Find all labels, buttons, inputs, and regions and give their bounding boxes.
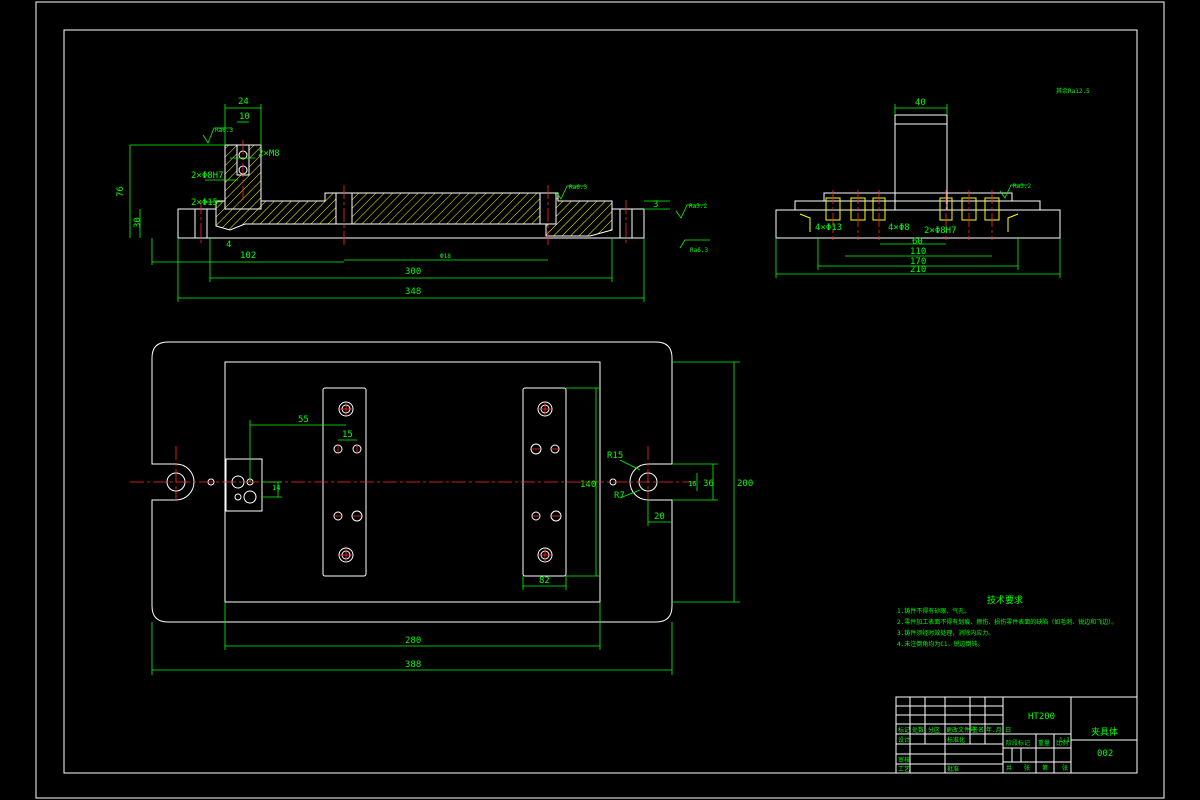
label-process: 工艺 — [898, 765, 910, 773]
label-ratio: 比例 — [1056, 739, 1068, 747]
dim-388: 388 — [405, 660, 421, 670]
dim-76: 76 — [116, 186, 126, 197]
dim-170: 170 — [910, 257, 926, 267]
dim-30: 30 — [133, 217, 143, 228]
label-change-doc: 更改文件号 — [946, 726, 976, 734]
label-ledge-holes: 2×Φ15 — [191, 198, 218, 208]
dim-4: 4 — [226, 240, 231, 250]
label-zone: 分区 — [928, 726, 940, 734]
roughness-3: Ra3.2 — [689, 203, 707, 210]
label-count: 处数 — [912, 726, 924, 734]
tech-req-item: 3.铸件须经时效处理，消除内应力。 — [897, 629, 994, 637]
front-view-labels: 24 10 2×M8 2×Φ8H7 2×Φ15 76 30 3 4 102 Ф1… — [116, 97, 708, 297]
dim-210: 210 — [910, 265, 926, 275]
label-2xd8h7: 2×Φ8H7 — [924, 226, 957, 236]
dim-36: 36 — [703, 479, 714, 489]
sheet-outer-border — [35, 1, 1165, 799]
label-standard: 标准化 — [947, 736, 965, 744]
label-date: 年.月.日 — [986, 726, 1011, 734]
label-2xm8: 2×M8 — [258, 149, 280, 159]
roughness-2: Ra6.3 — [569, 184, 587, 191]
label-4xd8: 4×Φ8 — [888, 223, 910, 233]
dim-15: 15 — [342, 430, 353, 440]
tech-req-item: 1.铸件不得有砂眼、气孔。 — [897, 607, 970, 615]
note-other-roughness: 其余Ra12.5 — [1056, 87, 1090, 95]
dim-center: Ф18 — [440, 253, 451, 260]
side-view-labels: 其余Ra12.5 40 4×Φ13 4×Φ8 2×Φ8H7 60 110 170… — [815, 87, 1090, 275]
material: HT200 — [1028, 712, 1055, 722]
title-block-text: HT200 夹具体 002 1:1 标记 处数 分区 更改文件号 签名 年.月.… — [898, 712, 1118, 773]
roughness-side: Ra3.2 — [1013, 183, 1031, 190]
dim-16: 16 — [688, 480, 696, 488]
label-stage: 阶段标记 — [1006, 739, 1030, 747]
dim-60: 60 — [912, 237, 923, 247]
label-4xd13: 4×Φ13 — [815, 223, 842, 233]
tech-req-item: 2.零件加工表面不得有划痕、擦伤、损伤零件表面的缺陷（如毛刺、锐边和飞边）。 — [897, 618, 1117, 626]
dim-14: 14 — [272, 484, 280, 492]
label-dowel: 2×Φ8H7 — [191, 171, 224, 181]
roughness-1: Ra6.3 — [215, 127, 233, 134]
plan-view — [130, 341, 740, 675]
label-no: 第 — [1042, 764, 1048, 772]
dim-20: 20 — [654, 512, 665, 522]
title-block — [895, 696, 1138, 774]
dim-55: 55 — [298, 415, 309, 425]
plan-view-labels: 55 15 14 140 82 R15 R7 16 36 200 20 280 … — [272, 415, 753, 670]
dim-348: 348 — [405, 287, 421, 297]
label-weight: 重量 — [1038, 739, 1050, 747]
dim-10: 10 — [239, 112, 250, 122]
label-design: 设计 — [898, 736, 910, 744]
dim-3: 3 — [653, 200, 658, 210]
dim-200: 200 — [737, 479, 753, 489]
dim-110: 110 — [910, 247, 926, 257]
drawing-number: 002 — [1097, 749, 1113, 759]
label-sheet: 张 — [1024, 764, 1030, 772]
tech-req-item: 4.未注倒角均为C1，锐边倒钝。 — [897, 640, 983, 648]
dim-r7: R7 — [614, 491, 625, 501]
dim-40: 40 — [915, 98, 926, 108]
tech-req-title: 技术要求 — [987, 594, 1023, 606]
label-signature: 签名 — [972, 726, 984, 734]
dim-102: 102 — [240, 251, 256, 261]
dim-24: 24 — [238, 97, 249, 107]
dim-82: 82 — [539, 576, 550, 586]
dim-140: 140 — [580, 480, 596, 490]
dim-280: 280 — [405, 636, 421, 646]
label-review: 审核 — [898, 756, 910, 764]
technical-requirements: 技术要求 1.铸件不得有砂眼、气孔。 2.零件加工表面不得有划痕、擦伤、损伤零件… — [897, 594, 1117, 648]
label-approve: 批准 — [947, 765, 959, 773]
roughness-4: Ra6.3 — [690, 247, 708, 254]
dim-300: 300 — [405, 267, 421, 277]
label-total: 共 — [1006, 764, 1012, 772]
part-name: 夹具体 — [1091, 726, 1118, 738]
scale-value: 1:1 — [1059, 737, 1070, 744]
sheet-inner-border — [63, 29, 1138, 774]
dim-r15: R15 — [607, 451, 623, 461]
label-mark: 标记 — [898, 726, 910, 734]
side-view — [775, 104, 1061, 278]
front-section-view — [129, 104, 710, 302]
label-sheet-2: 张 — [1062, 764, 1068, 772]
